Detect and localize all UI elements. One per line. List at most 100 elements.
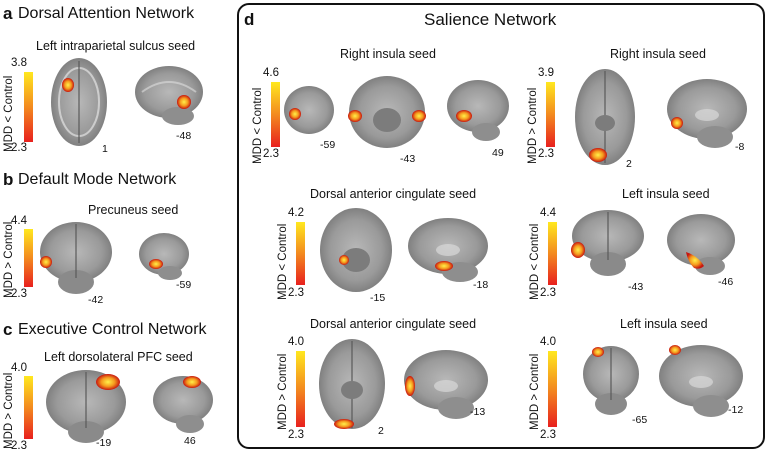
panel-b-colorbar: [24, 229, 33, 287]
d-r3l-coord-1: 2: [378, 425, 384, 437]
panel-b-coord-1: -42: [88, 294, 104, 306]
d-r2l-contrast-label: MDD < Control: [277, 223, 289, 300]
d-r2l-seed-label: Dorsal anterior cingulate seed: [310, 187, 477, 201]
d-r1r-contrast-label: MDD > Control: [527, 87, 539, 164]
d-r2r-coord-1: -43: [628, 281, 644, 293]
panel-c-colorbar: [24, 376, 33, 439]
activation-cluster: [669, 345, 681, 355]
panel-c-coord-2: 46: [184, 435, 196, 447]
d-r2r-scale-max: 4.4: [540, 207, 556, 219]
panel-b-coord-2: -59: [176, 279, 192, 291]
sagittal-brain-slice: [153, 376, 213, 433]
d-r2r-coord-2: -46: [718, 276, 734, 288]
d-r1l-scale-max: 4.6: [263, 67, 279, 79]
d-r1r-seed-label: Right insula seed: [610, 47, 706, 61]
d-r2r-colorbar: [548, 222, 557, 285]
d-r2l-scale-min: 2.3: [288, 287, 304, 299]
coronal-brain-slice: [571, 210, 644, 276]
d-r1l-coord-3: 49: [492, 147, 504, 159]
d-r3l-scale-min: 2.3: [288, 429, 304, 441]
sagittal-brain-slice: [447, 80, 509, 141]
sagittal-brain-slice: [408, 218, 488, 282]
activation-cluster: [183, 376, 201, 388]
sagittal-brain-slice: [659, 345, 743, 417]
d-r1l-colorbar: [271, 82, 280, 147]
activation-cluster: [412, 110, 426, 122]
panel-a-letter: a: [3, 4, 13, 23]
panel-b-title: Default Mode Network: [18, 171, 177, 188]
d-r3r-colorbar: [548, 351, 557, 427]
panel-a-coord-1: 1: [102, 143, 108, 155]
activation-cluster: [334, 419, 354, 429]
axial-brain-slice: [319, 339, 385, 429]
d-r2l-scale-max: 4.2: [288, 207, 304, 219]
activation-cluster: [289, 108, 301, 120]
panel-c-title: Executive Control Network: [18, 321, 207, 338]
panel-a-seed-label: Left intraparietal sulcus seed: [36, 39, 196, 53]
panel-b-scale-max: 4.4: [11, 215, 27, 227]
d-r2r-scale-min: 2.3: [540, 287, 556, 299]
activation-cluster: [686, 252, 704, 269]
activation-cluster: [348, 110, 362, 122]
d-r2l-coord-2: -18: [473, 279, 489, 291]
sagittal-brain-slice: [667, 214, 735, 275]
axial-brain-slice: [51, 58, 107, 146]
activation-cluster: [177, 95, 191, 109]
activation-cluster: [339, 255, 349, 265]
sagittal-brain-slice: [667, 79, 747, 148]
panel-a-contrast-label: MDD < Control: [3, 75, 15, 152]
panel-b-letter: b: [3, 170, 14, 189]
panel-c-scale-max: 4.0: [11, 362, 27, 374]
activation-cluster: [671, 117, 683, 129]
d-r2r-seed-label: Left insula seed: [622, 187, 710, 201]
d-r3r-coord-1: -65: [632, 414, 648, 426]
panel-c-coord-1: -19: [96, 437, 112, 449]
d-r3r-seed-label: Left insula seed: [620, 317, 708, 331]
d-r3l-colorbar: [296, 351, 305, 427]
sagittal-brain-slice: [404, 350, 488, 419]
activation-cluster: [435, 261, 453, 271]
panel-a-scale-min: 2.3: [11, 142, 27, 154]
d-r1r-colorbar: [546, 82, 555, 147]
panel-a-colorbar: [24, 72, 33, 142]
d-r1r-scale-max: 3.9: [538, 67, 554, 79]
d-r3l-contrast-label: MDD > Control: [277, 353, 289, 430]
activation-cluster: [149, 259, 163, 269]
d-r1l-coord-2: -43: [400, 153, 416, 165]
d-r1r-scale-min: 2.3: [538, 148, 554, 160]
activation-cluster: [592, 347, 604, 357]
d-r3r-coord-2: -12: [728, 404, 744, 416]
d-r2l-coord-1: -15: [370, 292, 386, 304]
sagittal-brain-slice: [139, 233, 189, 280]
activation-cluster: [405, 376, 415, 396]
panel-b-seed-label: Precuneus seed: [88, 203, 179, 217]
activation-cluster: [40, 256, 52, 268]
sagittal-brain-slice: [135, 66, 203, 125]
activation-cluster: [571, 242, 585, 258]
axial-brain-slice: [575, 69, 635, 165]
coronal-brain-slice: [46, 370, 126, 443]
activation-cluster: [589, 148, 607, 162]
panel-b-contrast-label: MDD > Control: [3, 221, 15, 298]
axial-brain-slice: [320, 208, 392, 292]
d-r3r-scale-max: 4.0: [540, 336, 556, 348]
panel-b-scale-min: 2.3: [11, 288, 27, 300]
activation-cluster: [96, 374, 120, 390]
panel-a-scale-max: 3.8: [11, 57, 27, 69]
coronal-brain-slice: [284, 86, 334, 134]
panel-c-letter: c: [3, 320, 13, 339]
panel-d-title: Salience Network: [424, 10, 557, 29]
panel-d-letter: d: [244, 10, 255, 29]
d-r1l-scale-min: 2.3: [263, 148, 279, 160]
d-r1l-contrast-label: MDD < Control: [252, 87, 264, 164]
d-r1l-seed-label: Right insula seed: [340, 47, 436, 61]
panel-c-seed-label: Left dorsolateral PFC seed: [44, 350, 193, 364]
d-r3r-scale-min: 2.3: [540, 429, 556, 441]
d-r3l-scale-max: 4.0: [288, 336, 304, 348]
axial-brain-slice: [348, 76, 426, 148]
d-r3l-coord-2: -13: [470, 406, 486, 418]
coronal-brain-slice: [583, 346, 639, 415]
salience-network-panel: [237, 3, 765, 449]
d-r3l-seed-label: Dorsal anterior cingulate seed: [310, 317, 477, 331]
panel-c-contrast-label: MDD > Control: [3, 372, 15, 449]
